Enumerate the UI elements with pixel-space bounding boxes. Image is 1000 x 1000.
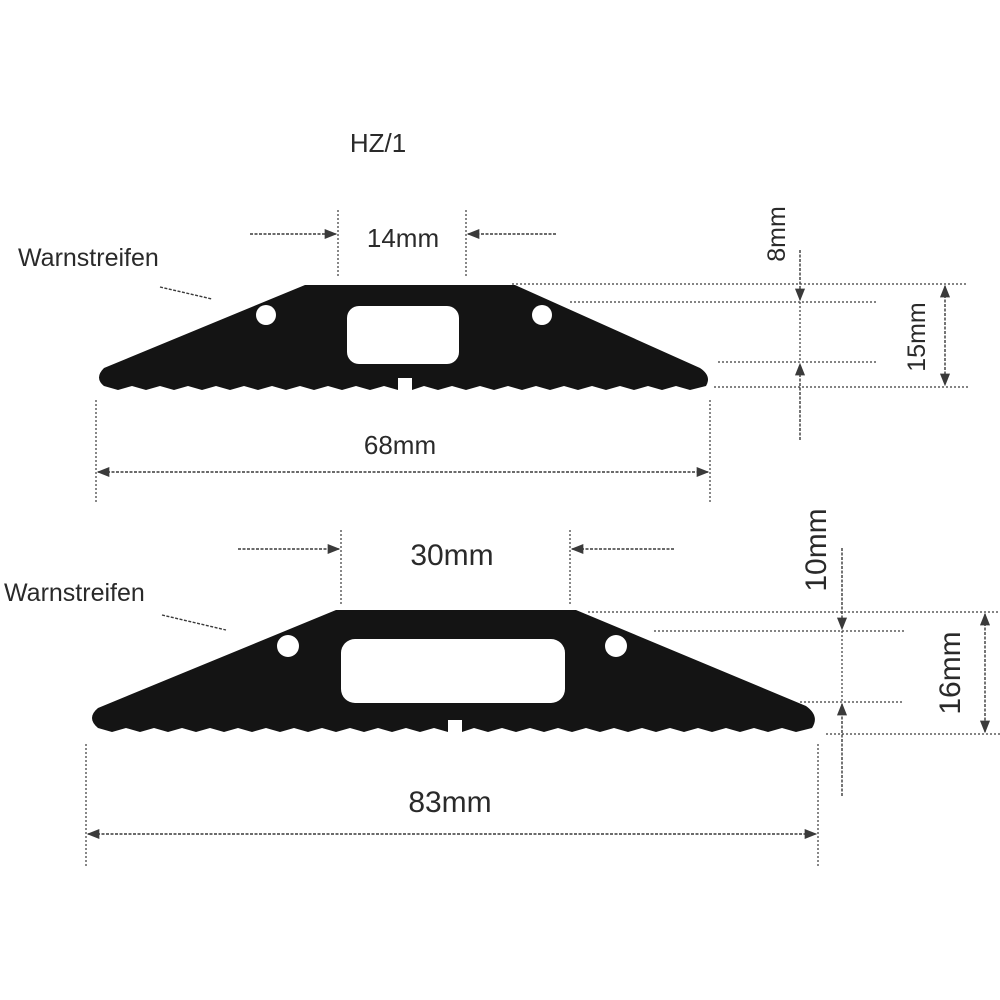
warning-leader-large <box>161 614 227 631</box>
warning-label-large: Warnstreifen <box>4 579 145 607</box>
marker-hole-left-large <box>277 635 299 657</box>
warning-leader-small <box>159 286 213 300</box>
model-label: HZ/1 <box>350 128 406 158</box>
channel-width-label-large: 30mm <box>410 539 493 572</box>
total-height-label-small: 15mm <box>903 302 931 371</box>
total-height-label-large: 16mm <box>934 631 967 714</box>
channel-height-label-small: 8mm <box>763 206 791 262</box>
channel-height-label-large: 10mm <box>800 508 833 591</box>
marker-hole-left-small <box>256 305 276 325</box>
profile-small: Warnstreifen 14mm 68mm 8mm 15mm <box>18 206 968 502</box>
total-width-label-small: 68mm <box>364 430 436 460</box>
cable-channel-small <box>347 306 459 364</box>
cable-channel-large <box>341 639 565 703</box>
total-width-label-large: 83mm <box>408 786 491 819</box>
marker-hole-right-small <box>532 305 552 325</box>
channel-width-label-small: 14mm <box>367 223 439 253</box>
warning-label-small: Warnstreifen <box>18 244 159 272</box>
marker-hole-right-large <box>605 635 627 657</box>
profile-large: Warnstreifen 30mm 83mm 10mm 16mm <box>4 508 1000 868</box>
